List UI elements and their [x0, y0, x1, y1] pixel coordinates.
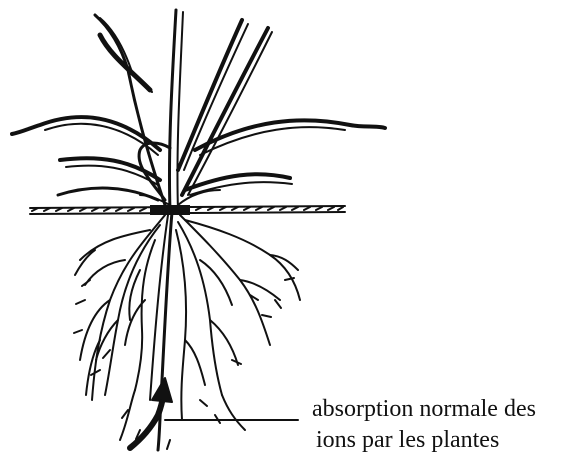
absorption-label-line-2: ions par les plantes: [316, 426, 499, 454]
root-system: [74, 212, 300, 450]
soil-line: [30, 205, 345, 215]
plant-shoot: [12, 10, 385, 210]
absorption-label-line-1: absorption normale des: [312, 395, 536, 423]
